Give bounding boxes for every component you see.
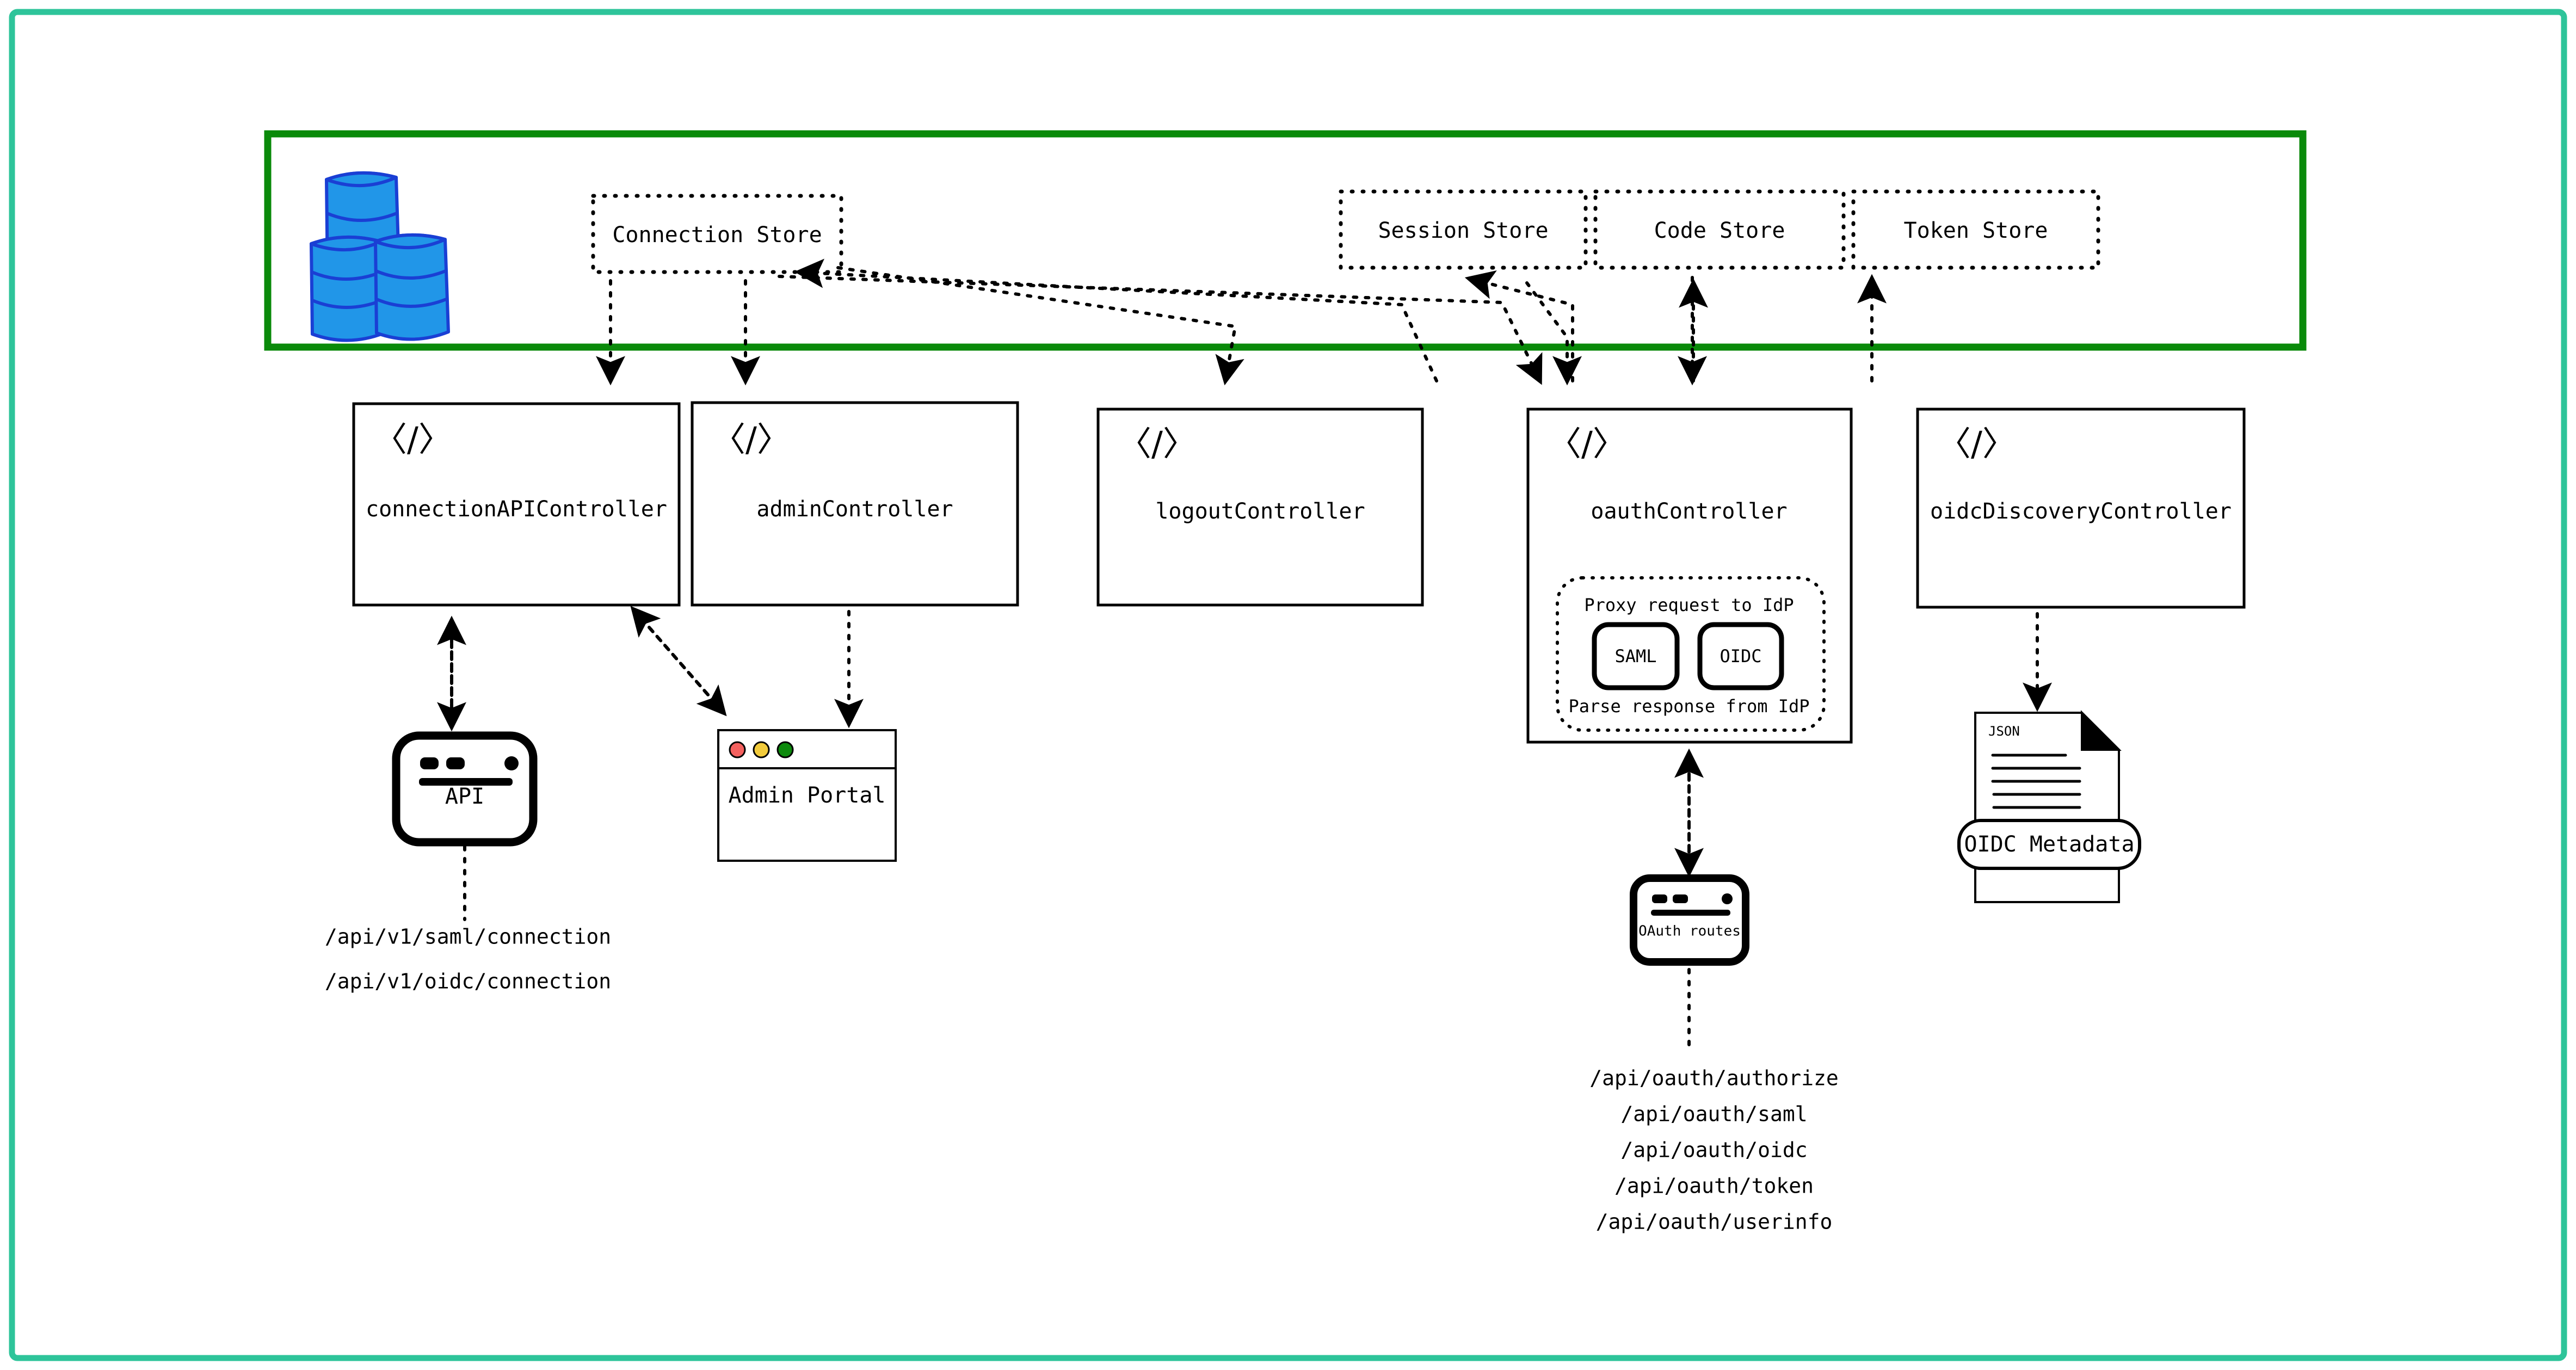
store-token-store[interactable]: Token Store xyxy=(1851,189,2100,270)
store-label: Code Store xyxy=(1654,218,1785,243)
endpoint-item: /api/oauth/userinfo xyxy=(1596,1210,1833,1234)
protocol-saml[interactable]: SAML xyxy=(1592,622,1680,690)
endpoint-item: /api/oauth/saml xyxy=(1620,1102,1807,1126)
oauth-routes-label: OAuth routes xyxy=(1638,923,1741,940)
oidc-metadata-pill xyxy=(1957,819,2141,870)
endpoint-item: /api/v1/oidc/connection xyxy=(325,970,611,993)
store-label: Session Store xyxy=(1378,218,1548,243)
store-label: Token Store xyxy=(1904,218,2048,243)
proxy-request-label: Proxy request to IdP xyxy=(1584,595,1794,615)
code-icon: 〈/〉 xyxy=(1937,424,2016,464)
client-oidc-metadata: JSON OIDC Metadata xyxy=(1957,710,2141,903)
endpoint-item: /api/oauth/oidc xyxy=(1620,1138,1807,1162)
code-icon: 〈/〉 xyxy=(712,419,791,459)
parse-response-label: Parse response from IdP xyxy=(1568,696,1809,717)
protocol-label: SAML xyxy=(1614,646,1656,667)
code-icon: 〈/〉 xyxy=(1118,424,1197,464)
client-api[interactable]: API xyxy=(392,731,538,847)
endpoint-list-oauth: /api/oauth/authorize /api/oauth/saml /ap… xyxy=(1589,1066,1839,1234)
client-admin-portal[interactable]: Admin Portal xyxy=(717,729,897,862)
store-label: Connection Store xyxy=(612,223,822,248)
controller-label: logoutController xyxy=(1155,499,1365,524)
oidc-metadata-label: OIDC Metadata xyxy=(1964,832,2134,857)
json-tag-label: JSON xyxy=(1988,724,2020,739)
controller-label: connectionAPIController xyxy=(366,497,667,522)
controller-oidcdiscoverycontroller[interactable]: 〈/〉 oidcDiscoveryController xyxy=(1916,408,2246,609)
admin-portal-label: Admin Portal xyxy=(729,783,886,808)
database-stack-icon xyxy=(310,171,450,342)
store-connection-store[interactable]: Connection Store xyxy=(591,194,843,274)
api-label: API xyxy=(445,784,484,809)
controller-admincontroller[interactable]: 〈/〉 adminController xyxy=(691,401,1019,607)
controller-label: oauthController xyxy=(1591,499,1787,524)
outer-frame xyxy=(9,9,2567,1361)
controller-label: oidcDiscoveryController xyxy=(1930,499,2232,524)
store-session-store[interactable]: Session Store xyxy=(1339,189,1588,270)
controller-oauthcontroller[interactable]: 〈/〉 oauthController Proxy request to IdP… xyxy=(1526,408,1853,744)
store-code-store[interactable]: Code Store xyxy=(1593,189,1846,270)
protocol-label: OIDC xyxy=(1720,646,1761,667)
client-oauth-routes[interactable]: OAuth routes xyxy=(1630,874,1749,966)
endpoint-item: /api/oauth/authorize xyxy=(1589,1066,1839,1090)
code-icon: 〈/〉 xyxy=(373,419,452,459)
controller-connectionapicontroller[interactable]: 〈/〉 connectionAPIController xyxy=(352,402,681,607)
controller-label: adminController xyxy=(756,497,953,522)
oauth-proxy-panel: Proxy request to IdP SAML OIDC Parse res… xyxy=(1556,576,1826,732)
protocol-oidc[interactable]: OIDC xyxy=(1697,622,1784,690)
endpoint-item: /api/oauth/token xyxy=(1614,1174,1814,1198)
code-icon: 〈/〉 xyxy=(1548,424,1626,464)
endpoint-list-connection-api: /api/v1/saml/connection /api/v1/oidc/con… xyxy=(325,925,611,993)
endpoint-item: /api/v1/saml/connection xyxy=(325,925,611,949)
controller-logoutcontroller[interactable]: 〈/〉 logoutController xyxy=(1096,408,1424,607)
